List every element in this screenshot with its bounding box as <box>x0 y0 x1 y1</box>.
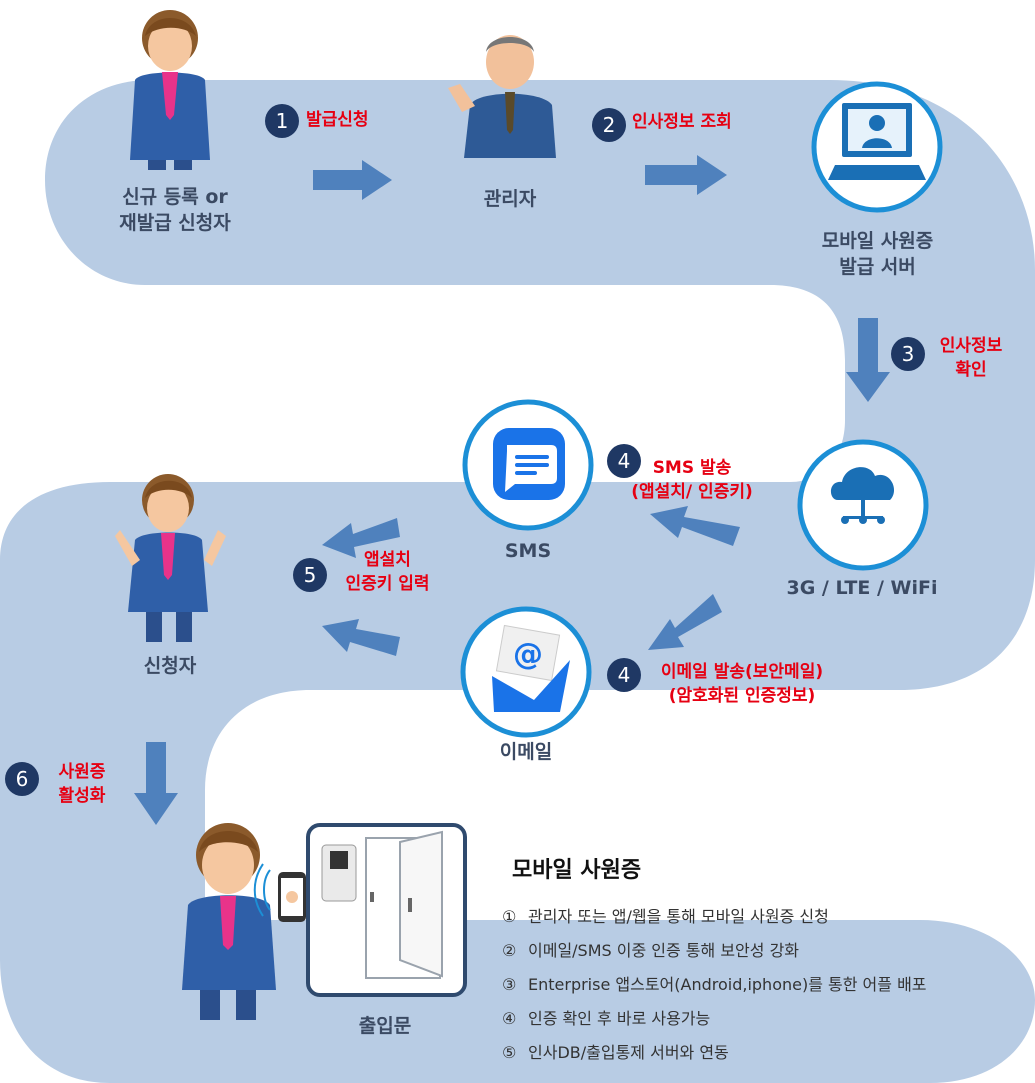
label-network: 3G / LTE / WiFi <box>786 577 938 599</box>
arrow-step3 <box>846 318 890 402</box>
step3-badge: 3 <box>891 337 925 371</box>
step1-badge: 1 <box>265 104 299 138</box>
label-new-applicant-text: 신규 등록 or 재발급 신청자 <box>119 186 231 234</box>
step2-text: 인사정보 조회 <box>632 112 732 132</box>
feature-item: ③ Enterprise 앱스토어(Android,iphone)를 통한 어플 … <box>502 968 927 1002</box>
feature-item: ⑤ 인사DB/출입통제 서버와 연동 <box>502 1036 927 1070</box>
new-applicant-icon <box>130 10 210 170</box>
label-admin: 관리자 <box>483 188 537 210</box>
feature-item: ② 이메일/SMS 이중 인증 통해 보안성 강화 <box>502 934 927 968</box>
step6-text: 사원증 활성화 <box>58 762 106 806</box>
mobile-id-title: 모바일 사원증 <box>512 858 642 883</box>
arrow-step6 <box>134 742 178 825</box>
flow-path <box>0 80 1035 1083</box>
label-applicant: 신청자 <box>143 655 197 677</box>
arrow-step2 <box>645 155 727 195</box>
feature-text: 관리자 또는 앱/웹을 통해 모바일 사원증 신청 <box>528 907 829 926</box>
label-new-applicant: 신규 등록 or 재발급 신청자 <box>100 184 250 236</box>
feature-marker: ④ <box>502 1009 517 1028</box>
feature-marker: ⑤ <box>502 1043 517 1062</box>
step5-badge: 5 <box>293 558 327 592</box>
feature-item: ④ 인증 확인 후 바로 사용가능 <box>502 1002 927 1036</box>
feature-marker: ① <box>502 907 517 926</box>
feature-text: Enterprise 앱스토어(Android,iphone)를 통한 어플 배… <box>528 975 927 994</box>
label-server-text: 모바일 사원증 발급 서버 <box>821 230 934 278</box>
sms-app-icon <box>462 399 594 531</box>
email-app-icon: @ <box>460 606 592 738</box>
step3-text: 인사정보 확인 <box>939 336 1003 380</box>
user-with-phone-icon <box>182 823 306 1020</box>
feature-marker: ② <box>502 941 517 960</box>
applicant-icon <box>115 474 226 642</box>
arrow-step5-upper <box>322 518 400 558</box>
label-door: 출입문 <box>358 1015 412 1037</box>
step5-text: 앱설치 인증키 입력 <box>345 550 430 594</box>
arrow-step4-sms <box>650 506 740 546</box>
feature-marker: ③ <box>502 975 517 994</box>
feature-list: ① 관리자 또는 앱/웹을 통해 모바일 사원증 신청 ② 이메일/SMS 이중 인… <box>502 900 927 1070</box>
step2-badge: 2 <box>592 108 626 142</box>
feature-text: 인사DB/출입통제 서버와 연동 <box>528 1043 729 1062</box>
arrow-step4-email <box>648 594 722 650</box>
step4-sms-badge: 4 <box>607 444 641 478</box>
svg-text:@: @ <box>513 637 543 672</box>
step4-sms-text: SMS 발송 (앱설치/ 인증키) <box>631 458 753 502</box>
step4-email-badge: 4 <box>607 658 641 692</box>
arrow-step5-lower <box>322 619 400 656</box>
feature-text: 인증 확인 후 바로 사용가능 <box>528 1009 711 1028</box>
admin-icon <box>448 35 556 158</box>
feature-text: 이메일/SMS 이중 인증 통해 보안성 강화 <box>528 941 800 960</box>
label-email: 이메일 <box>499 741 553 763</box>
step4-email-text: 이메일 발송(보안메일) (암호화된 인증정보) <box>660 662 824 706</box>
feature-item: ① 관리자 또는 앱/웹을 통해 모바일 사원증 신청 <box>502 900 927 934</box>
label-sms: SMS <box>504 540 552 562</box>
label-server: 모바일 사원증 발급 서버 <box>800 228 955 280</box>
arrow-step1 <box>313 160 392 200</box>
server-icon <box>811 81 943 213</box>
network-icon <box>797 439 929 571</box>
step6-badge: 6 <box>5 762 39 796</box>
step1-text: 발급신청 <box>306 110 369 130</box>
door-icon <box>306 823 467 997</box>
